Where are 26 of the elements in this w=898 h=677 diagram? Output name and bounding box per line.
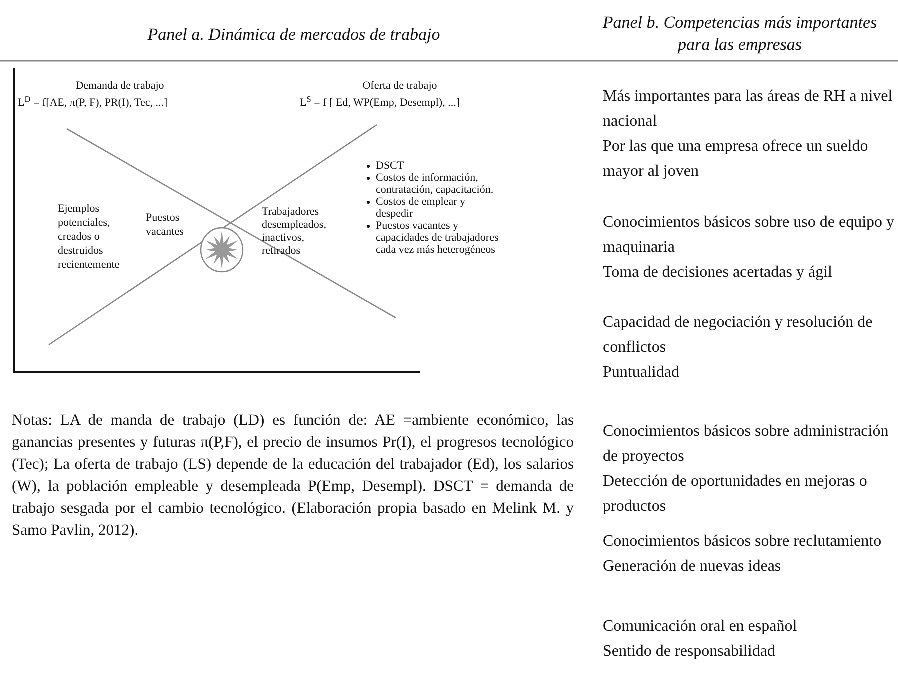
competency-text: Generación de nuevas ideas <box>603 557 782 577</box>
competency-text: Por las que una empresa ofrece un sueldo mayor al joven <box>603 137 870 182</box>
notes-paragraph: Notas: LA de manda de trabajo (LD) es función de: AE =ambiente económico, las ganancias presentes y futuras π(P,F), el precio de insumos Pr(I), el progresos tecnológico (Tec); La oferta de trabajo (LS) depende de la educación del trabajador (Ed), los salarios (W), la población empleable y desempleada P(Emp, Desempl). DSCT = demanda de trabajo sesgada por el cambio tecnológico. (Elaboración propia basado en Melink M. y Samo Pavlin, 2012). <box>12 411 574 541</box>
demand-formula: L$^{D}$ = f[AE, π(P, F), PR(I), Tec, ...] <box>18 95 169 111</box>
competency-text: Conocimientos básicos sobre administración de proyectos <box>603 422 890 467</box>
competency-text: Capacidad de negociación y resolución de conflictos <box>603 313 874 358</box>
competency-text: Detección de oportunidades en mejoras o productos <box>603 472 868 517</box>
supply-formula: L$^{S}$ = f [ Ed, WP(Emp, Desempl), ...] <box>300 95 461 111</box>
competency-text: Conocimientos básicos sobre reclutamiento <box>603 532 883 552</box>
panel-heading: Panel a. Dinámica de mercados de trabajo <box>146 24 442 46</box>
competency-text: Puntualidad <box>603 363 680 383</box>
panel-heading: Panel b. Competencias más importantes para las empresas <box>602 12 878 56</box>
bullet-item: Puestos vacantes y capacidades de trabajadores cada vez más heterogéneos <box>366 220 501 256</box>
competency-text: Comunicación oral en español <box>603 617 798 637</box>
area-label: Trabajadores desempleados, inactivos, retirados <box>262 206 328 258</box>
area-label: Puestos vacantes <box>146 211 185 239</box>
bullet-item: Costos de emplear y despedir <box>366 196 501 220</box>
competency-text: Sentido de responsabilidad <box>603 642 776 662</box>
area-label: Ejemplos potenciales, creados o destruidos recientemente <box>58 202 121 272</box>
bullet-item: Costos de información, contratación, capacitación. <box>366 172 501 196</box>
bullet-item: DSCT <box>366 160 501 172</box>
curve-label: Demanda de trabajo <box>74 79 166 94</box>
competency-text: Toma de decisiones acertadas y ágil <box>603 263 834 283</box>
competency-text: Más importantes para las áreas de RH a nivel nacional <box>603 87 894 132</box>
curve-label: Oferta de trabajo <box>362 79 438 94</box>
competency-text: Conocimientos básicos sobre uso de equipo y maquinaria <box>603 213 895 258</box>
